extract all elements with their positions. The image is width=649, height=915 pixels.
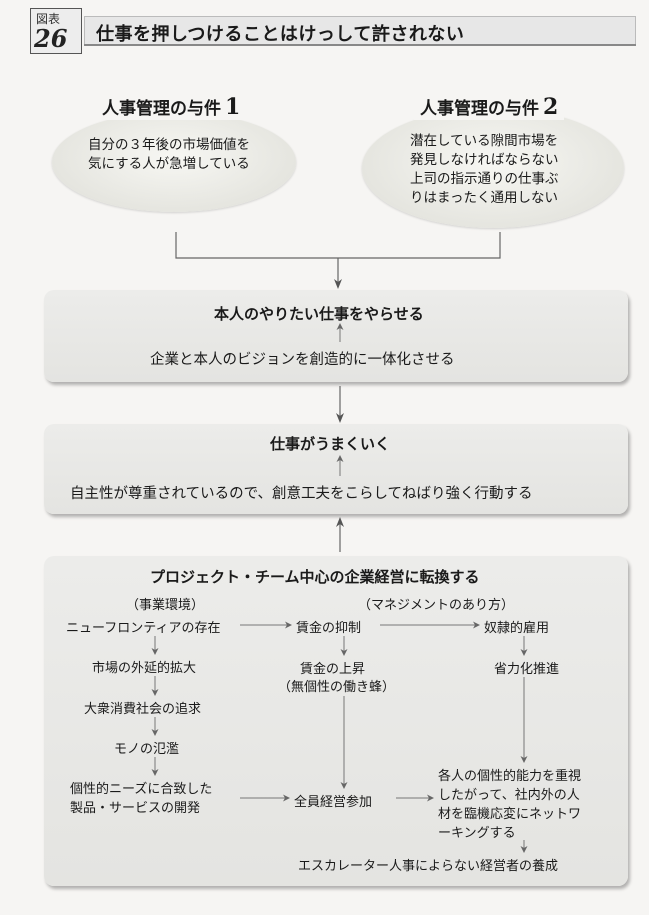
requirement-2-line-2: 発見しなければならない [410, 152, 559, 168]
right-item-individual-line-2: したがって、社内外の人 [438, 788, 580, 803]
requirement-2-line-1: 潜在している隙間市場を [410, 133, 559, 149]
right-item-labor-saving: 省力化推進 [494, 662, 560, 677]
box-1-text: 企業と本人のビジョンを創造的に一体化させる [150, 352, 455, 368]
title-rule [84, 44, 636, 46]
box-3-title: プロジェクト・チーム中心の企業経営に転換する [150, 568, 480, 586]
right-item-individual-line-4: ーキングする [438, 826, 516, 841]
box-2-text: 自主性が尊重されているので、創意工夫をこらしてねばり強く行動する [70, 486, 533, 502]
right-item-individual-line-1: 各人の個性的能力を重視 [438, 769, 582, 784]
left-item-needs-line-2: 製品・サービスの開発 [70, 801, 201, 816]
left-item-mass-consumption: 大衆消費社会の追求 [84, 702, 202, 717]
left-column-header: （事業環境） [126, 598, 205, 613]
ellipse-merge-line [175, 232, 501, 259]
mid-item-wage-rise: 賃金の上昇 [300, 662, 366, 677]
box-2-title: 仕事がうまくいく [270, 435, 391, 453]
box-work-goes-well [44, 424, 628, 514]
requirement-1-line-2: 気にする人が急増している [88, 156, 250, 172]
box-let-them-do-work [44, 290, 628, 382]
requirement-1-number: 1 [225, 94, 241, 120]
right-item-slave-employment: 奴隷的雇用 [484, 621, 550, 636]
requirement-1-line-1: 自分の３年後の市場価値を [88, 137, 250, 153]
figure-number: 26 [34, 24, 68, 53]
box-1-title: 本人のやりたい仕事をやらせる [214, 305, 424, 323]
requirement-2-line-4: りはまったく通用しない [410, 190, 558, 206]
right-column-header: （マネジメントのあり方） [358, 598, 515, 613]
mid-item-wage-suppression: 賃金の抑制 [296, 621, 362, 636]
box-project-team-management [44, 556, 628, 886]
bottom-item-executive-development: エスカレーター人事によらない経営者の養成 [298, 859, 559, 874]
left-item-goods-flood: モノの氾濫 [114, 742, 180, 757]
mid-item-all-participation: 全員経営参加 [294, 795, 373, 810]
requirement-2-number: 2 [543, 94, 559, 120]
page-title: 仕事を押しつけることはけっして許されない [96, 24, 465, 45]
requirement-2-line-3: 上司の指示通りの仕事ぶ [410, 171, 559, 187]
figure-label: 図表 [36, 12, 61, 26]
left-item-needs-line-1: 個性的ニーズに合致した [70, 782, 213, 797]
requirement-2-ellipse [362, 108, 624, 228]
right-item-individual-line-3: 材を臨機応変にネットワ [438, 807, 582, 822]
figure-number-box [30, 8, 82, 54]
left-item-market-expansion: 市場の外延的拡大 [92, 661, 197, 676]
mid-item-worker-bee: （無個性の働き蜂） [278, 680, 396, 695]
requirement-1-ellipse [52, 112, 296, 212]
left-item-new-frontier: ニューフロンティアの存在 [66, 621, 221, 636]
